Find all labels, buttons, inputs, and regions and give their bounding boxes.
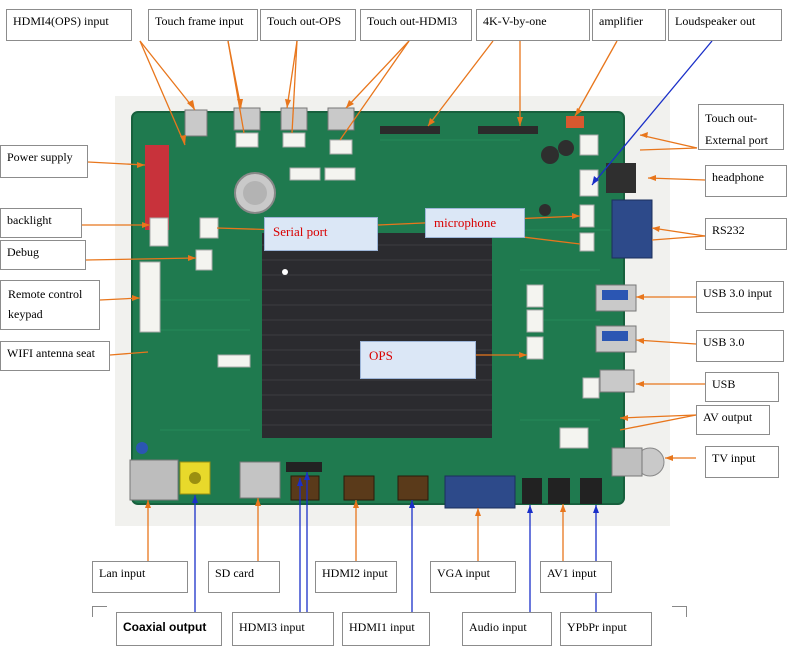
touch-out-hdmi3-label: Touch out-HDMI3 xyxy=(360,9,472,41)
ypbpr-input-label: YPbPr input xyxy=(560,612,652,646)
remote-control-keypad-label: Remote control keypad xyxy=(0,280,100,330)
power-connector xyxy=(145,145,169,230)
tv-input-label: TV input xyxy=(705,446,779,478)
touch-frame-input-label: Touch frame input xyxy=(148,9,258,41)
sd-card-label: SD card xyxy=(208,561,280,593)
4k-v-by-one-label: 4K-V-by-one xyxy=(476,9,590,41)
corner-mark-left xyxy=(92,606,107,617)
debug-label: Debug xyxy=(0,240,86,270)
wifi-antenna-seat-label: WIFI antenna seat xyxy=(0,341,110,371)
av-output-label: AV output xyxy=(696,405,770,435)
power-supply-label: Power supply xyxy=(0,145,88,178)
lan-input-label: Lan input xyxy=(92,561,188,593)
touch-out-ops-label: Touch out-OPS xyxy=(260,9,356,41)
usb3-input-label: USB 3.0 input xyxy=(696,281,784,313)
loudspeaker-out-label: Loudspeaker out xyxy=(668,9,782,41)
microphone-callout: microphone xyxy=(425,208,525,238)
rs232-label: RS232 xyxy=(705,218,787,250)
hdmi2-input-label: HDMI2 input xyxy=(315,561,397,593)
audio-input-label: Audio input xyxy=(462,612,552,646)
usb-label: USB xyxy=(705,372,779,402)
serial-port-callout: Serial port xyxy=(264,217,378,251)
touch-out-external-port-label: Touch out-External port xyxy=(698,104,784,150)
hdmi1-input-label: HDMI1 input xyxy=(342,612,430,646)
hdmi4-ops-input-label: HDMI4(OPS) input xyxy=(6,9,132,41)
coaxial-output-label: Coaxial output xyxy=(116,612,222,646)
backlight-label: backlight xyxy=(0,208,82,238)
vga-input-label: VGA input xyxy=(430,561,516,593)
hdmi3-input-label: HDMI3 input xyxy=(232,612,334,646)
ops-callout: OPS xyxy=(360,341,476,379)
av1-input-label: AV1 input xyxy=(540,561,612,593)
usb3-label: USB 3.0 xyxy=(696,330,784,362)
corner-mark-right xyxy=(672,606,687,617)
amplifier-label: amplifier xyxy=(592,9,666,41)
headphone-label: headphone xyxy=(705,165,787,197)
